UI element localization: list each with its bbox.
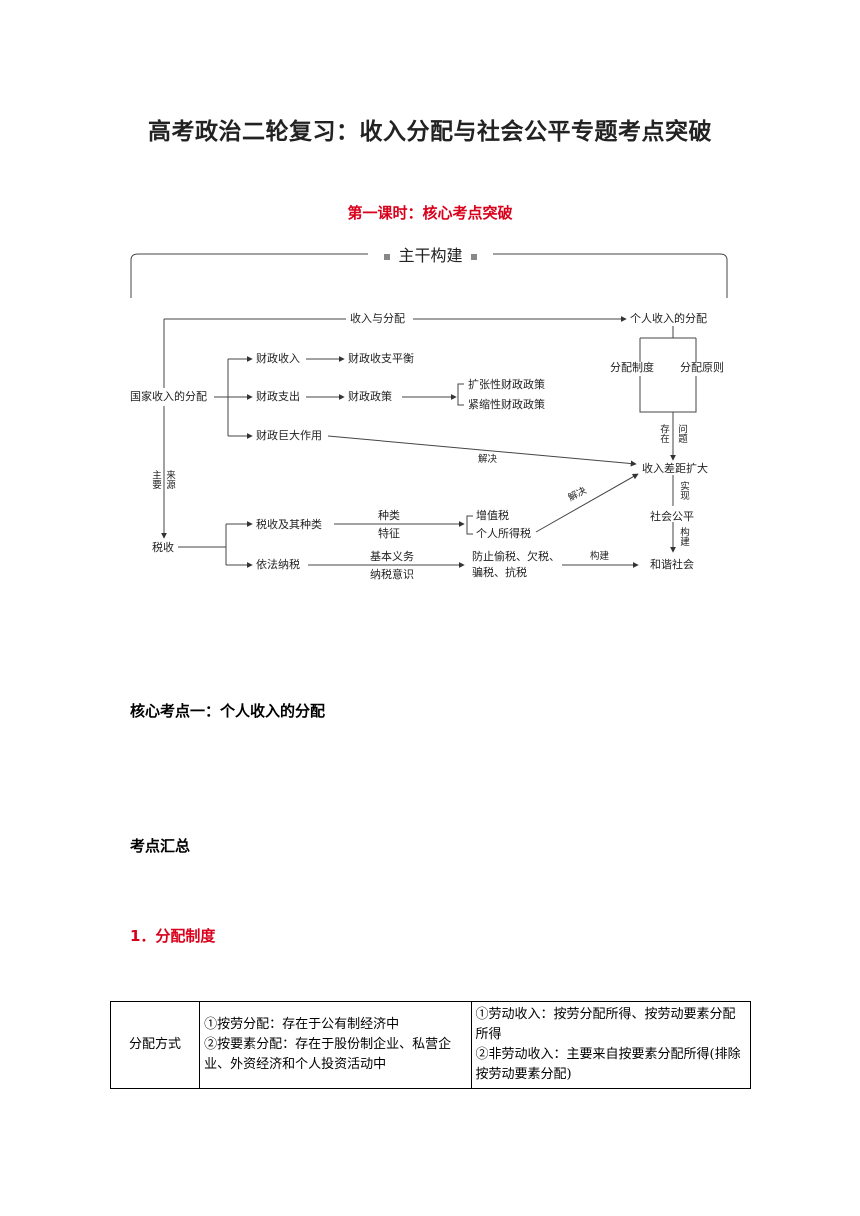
- label-income-dist: 收入与分配: [350, 312, 405, 325]
- label-realize: 实现: [678, 481, 689, 500]
- label-expansionary: 扩张性财政政策: [468, 378, 545, 391]
- table-cell-method: ①按劳分配：存在于公有制经济中 ②按要素分配：存在于股份制企业、私营企业、外资经…: [199, 1001, 472, 1089]
- label-legal-tax: 依法纳税: [256, 558, 300, 571]
- label-tax-awareness: 纳税意识: [370, 568, 414, 581]
- label-fiscal-role: 财政巨大作用: [256, 429, 322, 442]
- square-bullet-icon: [384, 253, 391, 260]
- label-exist: 存在: [658, 424, 669, 443]
- concept-map-lines: [130, 253, 728, 568]
- label-contractionary: 紧缩性财政政策: [468, 398, 545, 411]
- label-tax: 税收: [152, 541, 174, 554]
- section-heading-summary: 考点汇总: [130, 837, 191, 855]
- label-construct-v: 构建: [678, 527, 689, 546]
- table-cell-income: ①劳动收入：按劳分配所得、按劳动要素分配所得 ②非劳动收入：主要来自按要素分配所…: [470, 1001, 752, 1089]
- label-social-fairness: 社会公平: [650, 510, 694, 523]
- table-row: 分配方式 ①按劳分配：存在于公有制经济中 ②按要素分配：存在于股份制企业、私营企…: [109, 1001, 752, 1089]
- label-dist-system: 分配制度: [610, 361, 654, 374]
- label-construct-h: 构建: [590, 551, 610, 562]
- diagram-banner: 主干构建: [128, 242, 733, 266]
- label-fiscal-revenue: 财政收入: [256, 352, 300, 365]
- label-pit: 个人所得税: [476, 527, 531, 540]
- label-fiscal-policy: 财政政策: [348, 390, 392, 403]
- label-main-b: 来源: [164, 470, 175, 489]
- table-cell-label: 分配方式: [109, 1001, 201, 1089]
- label-kinds: 种类: [378, 509, 400, 522]
- label-harmony: 和谐社会: [650, 558, 694, 571]
- label-national-income: 国家收入的分配: [130, 390, 207, 403]
- label-tax-types: 税收及其种类: [256, 518, 322, 531]
- label-personal-income: 个人收入的分配: [630, 312, 707, 325]
- section-heading-core-point-1: 核心考点一：个人收入的分配: [130, 702, 326, 720]
- label-features: 特征: [378, 527, 400, 540]
- document-title: 高考政治二轮复习：收入分配与社会公平专题考点突破: [148, 119, 712, 145]
- label-fiscal-spending: 财政支出: [256, 390, 300, 403]
- square-bullet-icon: [470, 253, 477, 260]
- method-line-2: ②按要素分配：存在于股份制企业、私营企业、外资经济和个人投资活动中: [204, 1037, 452, 1072]
- label-income-gap: 收入差距扩大: [642, 462, 708, 475]
- label-basic-duty: 基本义务: [370, 550, 414, 563]
- label-fiscal-balance: 财政收支平衡: [348, 352, 414, 365]
- method-line-1: ①按劳分配：存在于公有制经济中: [204, 1017, 400, 1032]
- label-problem: 问题: [676, 424, 687, 443]
- label-solve-1: 解决: [478, 454, 498, 465]
- distribution-table: 分配方式 ①按劳分配：存在于公有制经济中 ②按要素分配：存在于股份制企业、私营企…: [109, 1001, 752, 1089]
- label-dist-principle: 分配原则: [680, 361, 724, 374]
- label-prevent-b: 骗税、抗税: [472, 566, 527, 579]
- income-line-2: ②非劳动收入：主要来自按要素分配所得(排除按劳动要素分配): [475, 1047, 741, 1082]
- banner-text: 主干构建: [398, 246, 463, 265]
- concept-map-diagram: 主干构建 收入与分配 个人收入的分配 国家收入的分配 财政收入 财政收支平衡 财…: [128, 238, 733, 583]
- lesson-title: 第一课时：核心考点突破: [347, 204, 513, 222]
- label-vat: 增值税: [476, 509, 509, 522]
- income-line-1: ①劳动收入：按劳分配所得、按劳动要素分配所得: [475, 1007, 736, 1042]
- label-prevent-a: 防止偷税、欠税、: [472, 550, 560, 563]
- section-heading-dist-system: 1．分配制度: [130, 927, 216, 945]
- label-main-a: 主要: [150, 470, 161, 489]
